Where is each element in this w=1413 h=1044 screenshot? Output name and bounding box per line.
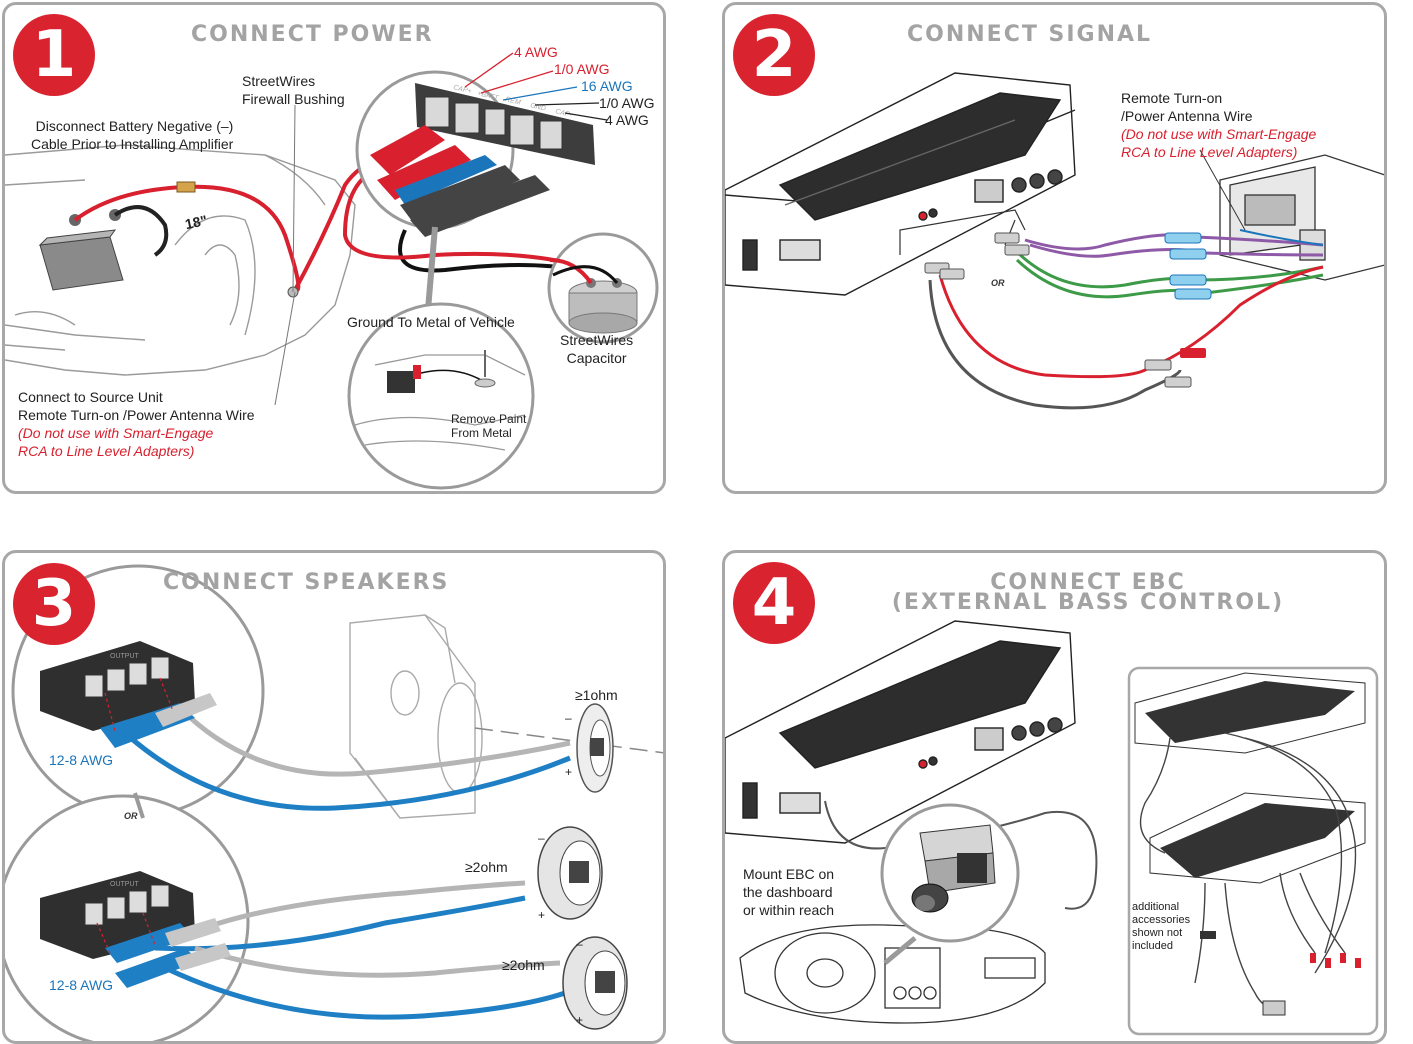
terminal-block-zoom: CAP+ +BATT REM GND CAP- xyxy=(355,52,608,346)
label-line: included xyxy=(1132,940,1173,952)
warning-line: (Do not use with Smart-Engage xyxy=(1121,126,1317,142)
label-disconnect-battery: Disconnect Battery Negative (–) Cable Pr… xyxy=(31,117,233,153)
label-firewall-bushing: StreetWires Firewall Bushing xyxy=(242,72,345,108)
label-line: Connect to Source Unit xyxy=(18,389,163,405)
label-line: Remove Paint xyxy=(451,412,527,426)
panel-connect-ebc: 4 CONNECT EBC (EXTERNAL BASS CONTROL) Mo… xyxy=(722,550,1387,1044)
label-16awg: 16 AWG xyxy=(581,78,633,94)
terminal-label: CAP- xyxy=(555,108,574,119)
panel-connect-signal: 2 CONNECT SIGNAL Remote Turn-on /Power A… xyxy=(722,2,1387,494)
subwoofer-enclosure xyxy=(349,614,483,819)
label-line: From Metal xyxy=(451,426,512,440)
terminal-minus: – xyxy=(538,831,545,845)
label-4awg-top: 4 AWG xyxy=(514,44,558,60)
label-line: Remote Turn-on /Power Antenna Wire xyxy=(18,407,255,423)
terminal-plus: + xyxy=(576,1013,584,1027)
terminal-label: CAP+ xyxy=(453,84,473,95)
label-accessories: additional accessories shown not include… xyxy=(1132,901,1190,953)
label-line: accessories xyxy=(1132,914,1191,926)
step-badge-4: 4 xyxy=(733,562,815,644)
label-ground: Ground To Metal of Vehicle xyxy=(347,314,515,330)
ebc-zoom xyxy=(880,803,1020,965)
battery xyxy=(38,209,124,291)
panel-connect-power: CAP+ +BATT REM GND CAP- xyxy=(2,2,666,494)
terminal-minus: – xyxy=(565,711,572,725)
label-4awg-bottom: 4 AWG xyxy=(605,112,649,128)
terminal-plus: + xyxy=(538,908,546,922)
label-line: StreetWires xyxy=(560,332,634,348)
signal-wiring-illustration xyxy=(725,72,1384,410)
label-line: Mount EBC on xyxy=(743,866,835,882)
label-ohm-1: ≥1ohm xyxy=(575,687,618,703)
speaker-wiring-illustration: OUTPUT OUTPUT xyxy=(5,564,663,1041)
ebc-wiring-illustration xyxy=(725,620,1379,1036)
terminal-label: GND xyxy=(530,102,547,113)
label-gauge-top: 12-8 AWG xyxy=(49,752,114,768)
step-badge-3: 3 xyxy=(13,563,95,645)
label-mount-ebc: Mount EBC on the dashboard or within rea… xyxy=(743,865,834,919)
output-terminal-top: OUTPUT xyxy=(40,641,195,731)
output-label: OUTPUT xyxy=(110,881,140,888)
label-line: Disconnect Battery Negative (–) xyxy=(35,118,234,134)
label-line: Capacitor xyxy=(566,350,627,366)
speaker-2ohm-a xyxy=(537,826,603,920)
terminal-label: REM xyxy=(505,96,522,107)
title-line: CONNECT EBC xyxy=(990,570,1186,595)
warning-line: RCA to Line Level Adapters) xyxy=(1121,144,1298,160)
step-badge-1: 1 xyxy=(13,14,95,96)
dashboard xyxy=(739,924,1046,1024)
label-remote-turnon: Remote Turn-on /Power Antenna Wire (Do n… xyxy=(1121,89,1316,161)
label-remove-paint: Remove Paint From Metal xyxy=(451,412,526,440)
label-capacitor: StreetWires Capacitor xyxy=(560,331,633,367)
source-unit xyxy=(1219,154,1384,281)
label-ohm-2a: ≥2ohm xyxy=(465,859,508,875)
label-line: additional xyxy=(1132,901,1180,913)
amplifier xyxy=(725,72,1076,296)
warning-line: RCA to Line Level Adapters) xyxy=(18,443,195,459)
label-10awg-top: 1/0 AWG xyxy=(554,61,610,77)
capacitor-zoom xyxy=(547,232,659,344)
label-line: Remote Turn-on xyxy=(1121,90,1223,106)
label-ohm-2b: ≥2ohm xyxy=(502,957,545,973)
panel-title-power: CONNECT POWER xyxy=(191,22,434,47)
terminal-plus: + xyxy=(565,765,573,779)
panel-connect-speakers: OUTPUT OUTPUT xyxy=(2,550,666,1044)
output-label: OUTPUT xyxy=(110,653,140,660)
terminal-minus: – xyxy=(576,937,583,951)
label-line: the dashboard xyxy=(743,884,833,900)
power-wiring-illustration: CAP+ +BATT REM GND CAP- xyxy=(5,52,659,490)
panel-title-speakers: CONNECT SPEAKERS xyxy=(163,570,450,595)
label-line: or within reach xyxy=(743,902,835,918)
warning-line: (Do not use with Smart-Engage xyxy=(18,425,214,441)
label-line: /Power Antenna Wire xyxy=(1121,108,1253,124)
label-line: Firewall Bushing xyxy=(242,91,345,107)
label-line: Cable Prior to Installing Amplifier xyxy=(31,136,234,152)
panel-title-signal: CONNECT SIGNAL xyxy=(907,22,1153,47)
step-badge-2: 2 xyxy=(733,14,815,96)
amplifier xyxy=(725,620,1076,844)
panel-title-ebc: CONNECT EBC (EXTERNAL BASS CONTROL) xyxy=(853,570,1323,615)
accessories-inset xyxy=(1127,666,1379,1036)
speaker-1ohm xyxy=(576,703,614,793)
label-line: StreetWires xyxy=(242,73,316,89)
or-label: OR xyxy=(124,811,138,821)
label-source-unit: Connect to Source Unit Remote Turn-on /P… xyxy=(18,388,255,460)
label-gauge-bottom: 12-8 AWG xyxy=(49,977,114,993)
label-10awg-bottom: 1/0 AWG xyxy=(599,95,655,111)
title-line: (EXTERNAL BASS CONTROL) xyxy=(891,590,1285,615)
label-line: shown not xyxy=(1132,927,1183,939)
ground-zoom xyxy=(347,302,535,490)
speaker-2ohm-b xyxy=(562,936,628,1030)
or-label: OR xyxy=(991,278,1005,288)
